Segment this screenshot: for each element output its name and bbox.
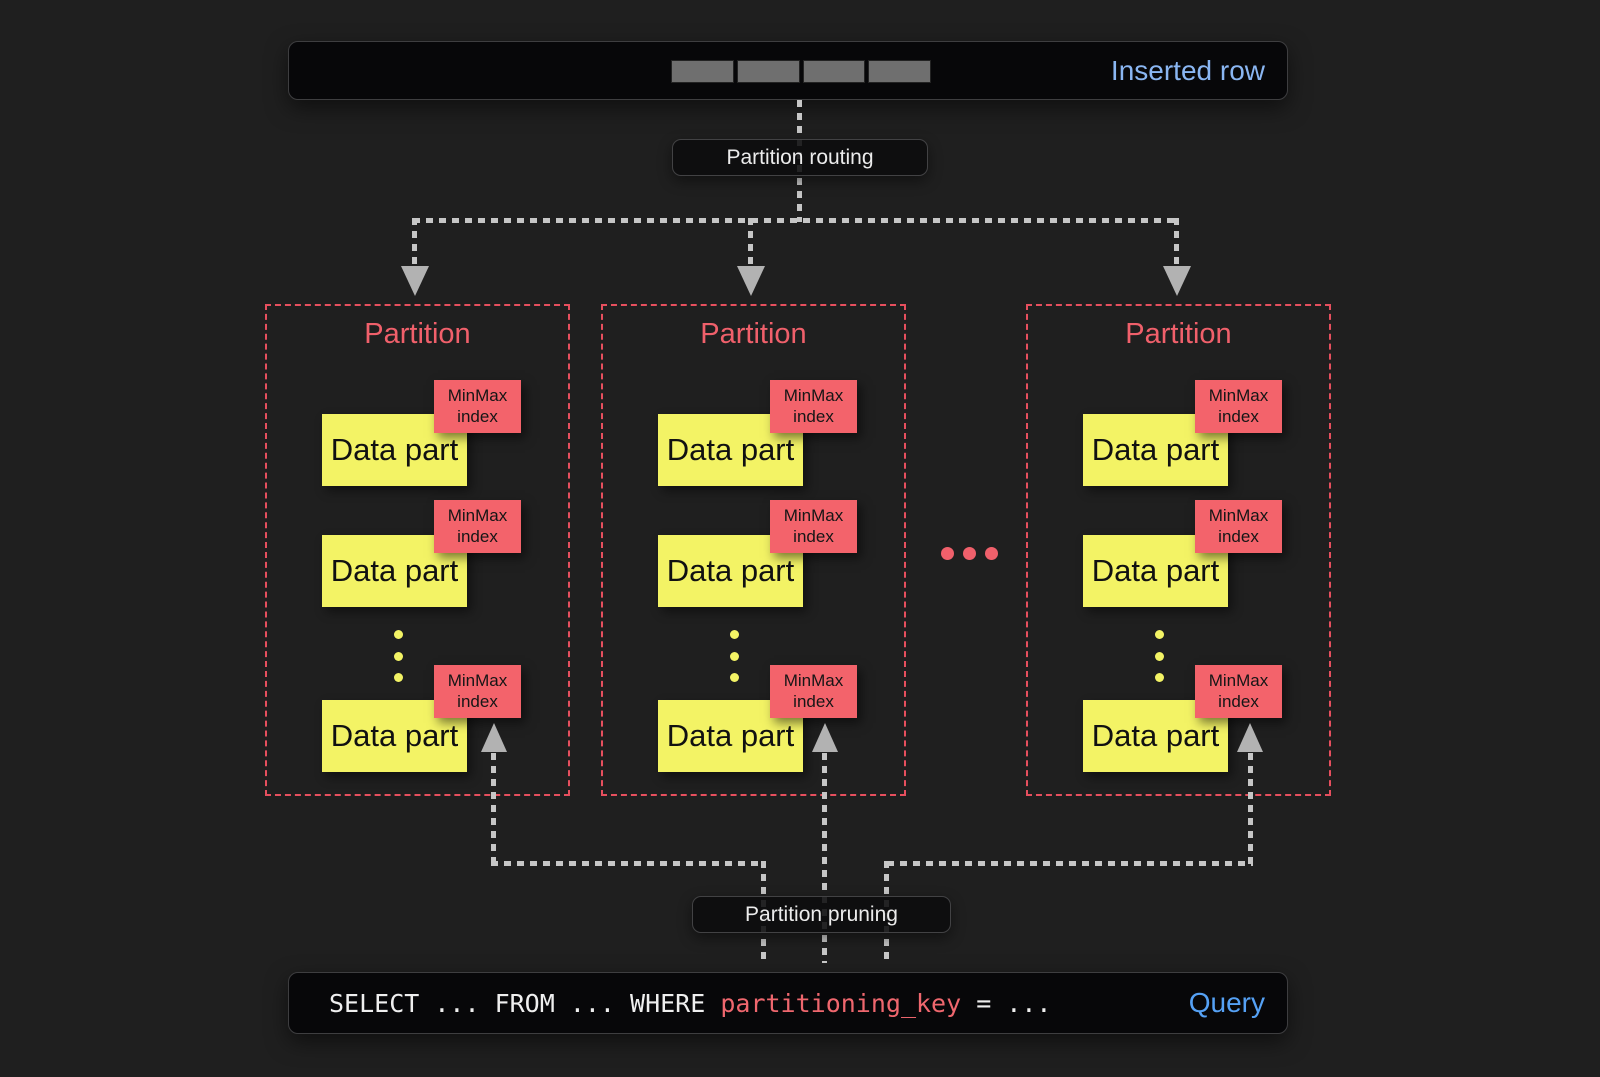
row-cell — [802, 60, 866, 83]
row-cell — [671, 60, 734, 83]
data-part-box: Data part — [322, 700, 467, 772]
arrow-down-icon — [737, 266, 765, 296]
arrow-up-icon — [481, 723, 507, 752]
partition-pruning-label: Partition pruning — [692, 896, 951, 933]
minmax-index-tag: MinMax index — [434, 500, 521, 553]
sql-prefix: SELECT ... FROM ... WHERE — [329, 988, 721, 1018]
partition-title: Partition — [700, 318, 807, 350]
partition-box-1: Partition MinMax index Data part MinMax … — [265, 304, 570, 796]
more-parts-dots — [394, 630, 403, 682]
partitions-ellipsis — [941, 547, 998, 560]
query-label: Query — [1188, 987, 1265, 1018]
partition-title: Partition — [364, 318, 471, 350]
pruning-line-left-vertical — [491, 753, 496, 865]
more-parts-dots — [730, 630, 739, 682]
row-cell — [736, 60, 800, 83]
minmax-index-tag: MinMax index — [770, 665, 857, 718]
routing-branch-left — [412, 218, 417, 268]
pruning-line-right-vertical — [1248, 753, 1253, 865]
pruning-line-right-horizontal — [887, 861, 1253, 866]
pruning-line-center — [822, 753, 827, 963]
arrow-up-icon — [812, 723, 838, 752]
partition-title: Partition — [1125, 318, 1232, 350]
minmax-index-tag: MinMax index — [434, 380, 521, 433]
minmax-index-tag: MinMax index — [1195, 665, 1282, 718]
routing-branch-right — [1174, 218, 1179, 268]
routing-branch-center — [748, 218, 753, 268]
query-panel: SELECT ... FROM ... WHERE partitioning_k… — [288, 972, 1288, 1034]
partition-box-2: Partition MinMax index Data part MinMax … — [601, 304, 906, 796]
minmax-index-tag: MinMax index — [434, 665, 521, 718]
arrow-down-icon — [1163, 266, 1191, 296]
minmax-index-tag: MinMax index — [770, 500, 857, 553]
minmax-index-tag: MinMax index — [1195, 500, 1282, 553]
inserted-row-cells — [671, 60, 931, 83]
inserted-row-label: Inserted row — [1110, 54, 1265, 86]
partition-routing-label: Partition routing — [672, 139, 928, 176]
routing-line-horizontal — [413, 218, 1179, 223]
row-cell — [868, 60, 931, 83]
sql-partitioning-key: partitioning_key — [720, 988, 962, 1018]
minmax-index-tag: MinMax index — [770, 380, 857, 433]
arrow-down-icon — [401, 266, 429, 296]
pruning-line-left-horizontal — [491, 861, 766, 866]
more-parts-dots — [1155, 630, 1164, 682]
partition-box-3: Partition MinMax index Data part MinMax … — [1026, 304, 1331, 796]
inserted-row-panel: Inserted row — [288, 41, 1288, 100]
data-part-box: Data part — [1083, 414, 1228, 486]
sql-suffix: = ... — [961, 988, 1052, 1018]
minmax-index-tag: MinMax index — [1195, 380, 1282, 433]
arrow-up-icon — [1237, 723, 1263, 752]
sql-query-text: SELECT ... FROM ... WHERE partitioning_k… — [329, 989, 1051, 1018]
